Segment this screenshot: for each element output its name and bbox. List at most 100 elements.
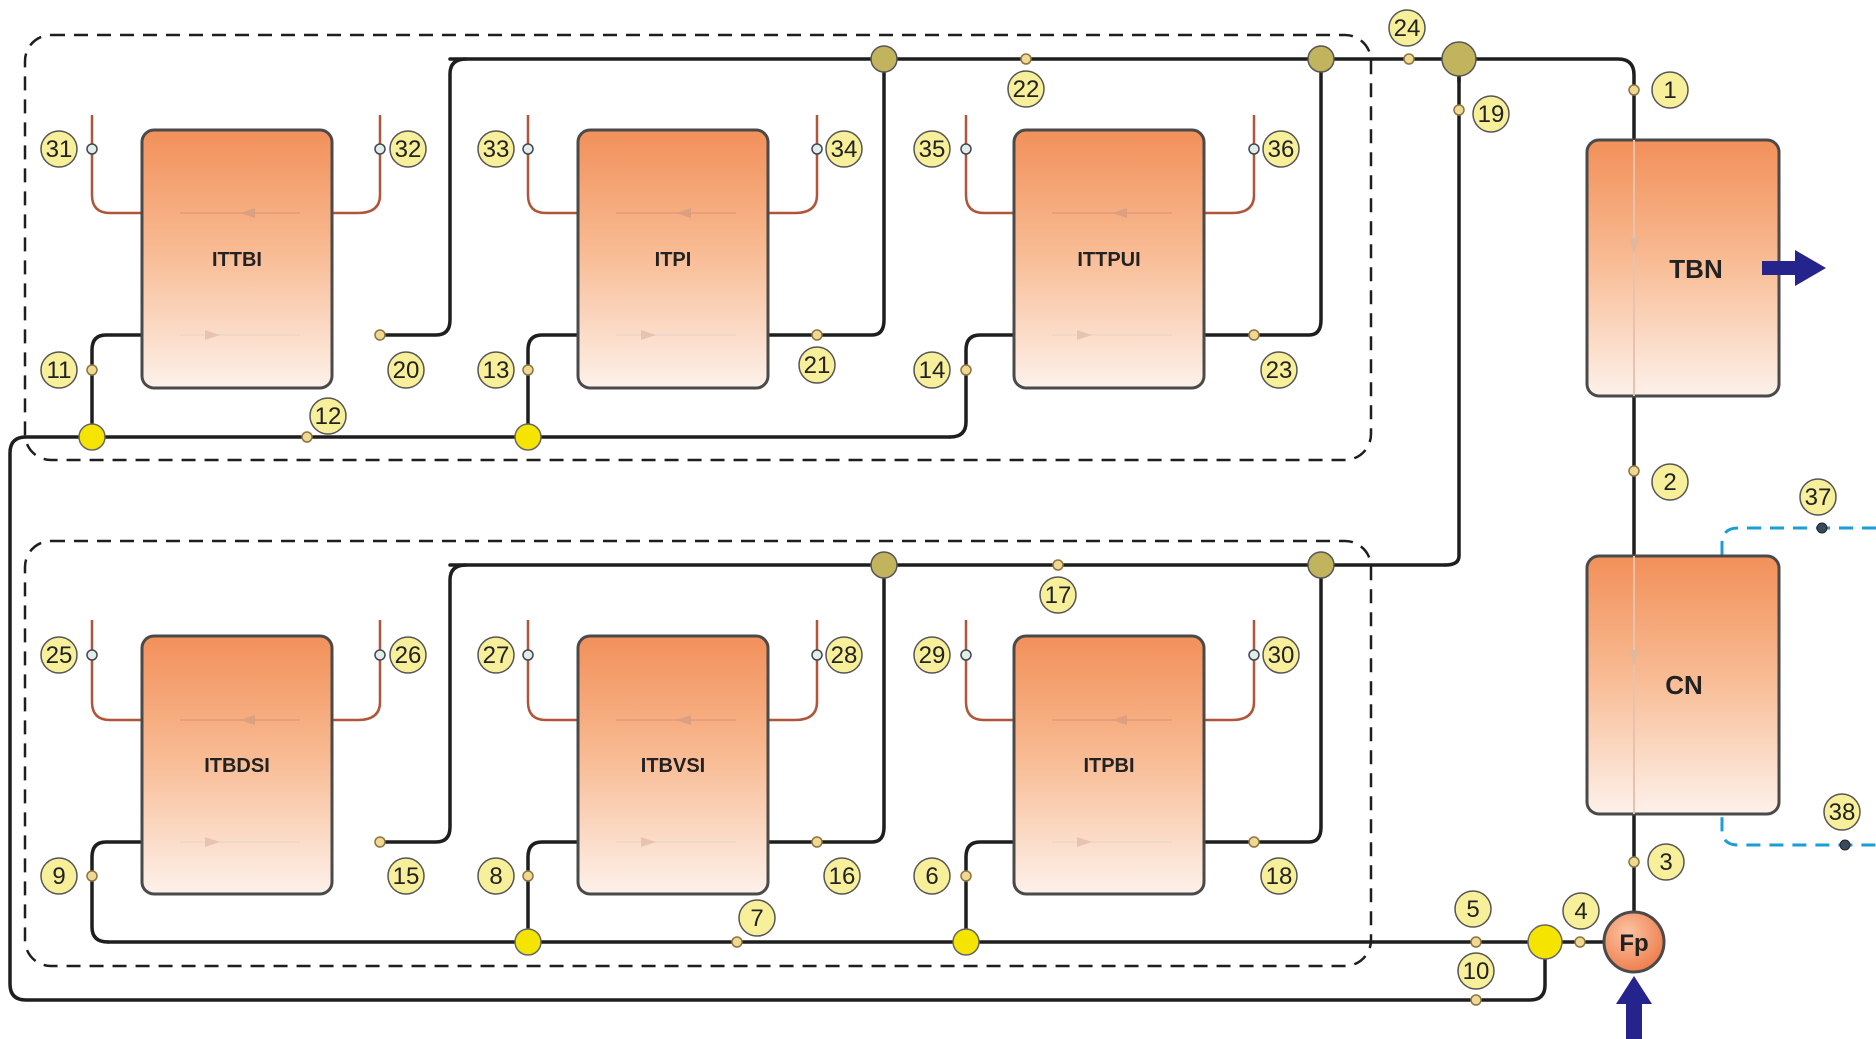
point-label: 3 (1647, 843, 1685, 881)
point-label: 11 (40, 351, 78, 389)
unit-ittbi[interactable]: ITTBI (140, 128, 334, 390)
point-marker (960, 870, 972, 882)
unit-itpi-label: ITPI (655, 249, 692, 271)
unit-itbdsi[interactable]: ITBDSI (140, 634, 334, 896)
point-label: 24 (1388, 9, 1426, 47)
point-marker (811, 329, 823, 341)
unit-ittpui-label: ITTPUI (1077, 249, 1140, 271)
unit-itpbi[interactable]: ITPBI (1012, 634, 1206, 896)
point-marker (374, 329, 386, 341)
point-label: 28 (825, 636, 863, 674)
junction (514, 928, 542, 956)
upper-heater-group (23, 33, 1373, 462)
point-label: 7 (738, 899, 776, 937)
junction (870, 551, 898, 579)
point-marker (374, 836, 386, 848)
point-marker (522, 364, 534, 376)
svg-text:36: 36 (1268, 136, 1295, 163)
point-marker (1628, 84, 1640, 96)
svg-text:16: 16 (829, 863, 856, 890)
point-label: 10 (1457, 952, 1495, 990)
point-label: 37 (1799, 478, 1837, 516)
svg-text:1: 1 (1663, 77, 1676, 104)
svg-text:35: 35 (919, 136, 946, 163)
point-label: 22 (1007, 70, 1045, 108)
point-label: 5 (1454, 890, 1492, 928)
point-labels: 1 2 3 4 5 6 7 8 9 10 11 12 13 14 15 16 1… (40, 9, 1861, 990)
point-label: 25 (40, 636, 78, 674)
unit-ittbi-label: ITTBI (212, 249, 262, 271)
point-label: 16 (823, 857, 861, 895)
svg-text:4: 4 (1574, 898, 1587, 925)
point-marker (1248, 836, 1260, 848)
svg-text:33: 33 (483, 136, 510, 163)
svg-text:28: 28 (831, 642, 858, 669)
svg-text:23: 23 (1266, 357, 1293, 384)
junction (514, 423, 542, 451)
pump-fp-label: Fp (1619, 930, 1648, 957)
svg-text:7: 7 (750, 905, 763, 932)
svg-text:10: 10 (1463, 958, 1490, 985)
svg-text:19: 19 (1478, 101, 1505, 128)
measurement-points (86, 53, 1851, 1006)
svg-text:15: 15 (393, 863, 420, 890)
point-label: 1 (1651, 71, 1689, 109)
svg-text:5: 5 (1466, 896, 1479, 923)
unit-itpi[interactable]: ITPI (576, 128, 770, 390)
svg-text:14: 14 (919, 357, 946, 384)
point-label: 13 (477, 351, 515, 389)
point-label: 23 (1260, 351, 1298, 389)
point-marker (1816, 522, 1828, 534)
point-label: 34 (825, 130, 863, 168)
junction (870, 45, 898, 73)
point-marker (811, 143, 823, 155)
unit-itbvsi[interactable]: ITBVSI (576, 634, 770, 896)
svg-text:20: 20 (393, 357, 420, 384)
point-label: 21 (798, 346, 836, 384)
point-marker (1574, 936, 1586, 948)
main-pipes (8, 57, 1636, 1002)
svg-text:6: 6 (925, 863, 938, 890)
point-marker (811, 649, 823, 661)
unit-tbn[interactable]: TBN (1585, 138, 1781, 398)
point-marker (86, 364, 98, 376)
svg-text:25: 25 (46, 642, 73, 669)
junctions (78, 41, 1563, 960)
svg-text:9: 9 (52, 863, 65, 890)
point-marker (1839, 839, 1851, 851)
point-label: 30 (1262, 636, 1300, 674)
unit-itbdsi-label: ITBDSI (204, 755, 270, 777)
point-label: 2 (1651, 463, 1689, 501)
svg-text:27: 27 (483, 642, 510, 669)
svg-text:37: 37 (1805, 484, 1832, 511)
point-label: 18 (1260, 857, 1298, 895)
junction (1307, 45, 1335, 73)
point-marker (1470, 994, 1482, 1006)
point-marker (1403, 53, 1415, 65)
svg-text:32: 32 (395, 136, 422, 163)
point-label: 17 (1039, 576, 1077, 614)
point-marker (522, 143, 534, 155)
junction (1441, 41, 1477, 77)
svg-text:30: 30 (1268, 642, 1295, 669)
unit-ittpui[interactable]: ITTPUI (1012, 128, 1206, 390)
point-label: 20 (387, 351, 425, 389)
point-label: 14 (913, 351, 951, 389)
svg-text:13: 13 (483, 357, 510, 384)
point-label: 27 (477, 636, 515, 674)
point-label: 6 (913, 857, 951, 895)
svg-text:31: 31 (46, 136, 73, 163)
point-marker (1248, 143, 1260, 155)
point-marker (374, 649, 386, 661)
junction (1307, 551, 1335, 579)
point-marker (522, 870, 534, 882)
pump-fp[interactable]: Fp (1602, 910, 1666, 974)
unit-cn[interactable]: CN (1585, 554, 1781, 816)
svg-text:18: 18 (1266, 863, 1293, 890)
point-marker (1248, 649, 1260, 661)
lower-heater-group (23, 539, 1373, 968)
point-marker (1052, 559, 1064, 571)
junction (78, 423, 106, 451)
point-marker (1248, 329, 1260, 341)
